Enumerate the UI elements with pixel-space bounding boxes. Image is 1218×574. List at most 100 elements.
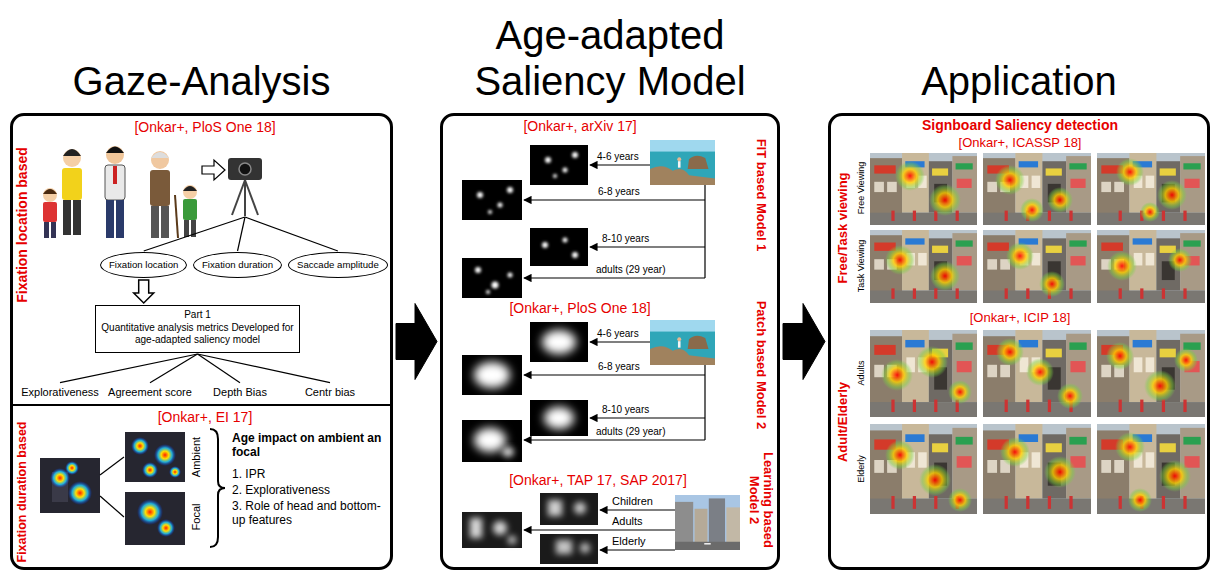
fit-model-tree-part-part bbox=[545, 157, 551, 163]
signboard-heatmaps-part bbox=[983, 153, 1091, 225]
panel-heading: Gaze-Analysis bbox=[13, 58, 390, 104]
people-figures-part bbox=[63, 149, 81, 167]
citation-label: [Onkar+, ICASSP 18] bbox=[959, 136, 1082, 151]
learning-model-tree-part-part bbox=[548, 500, 562, 516]
fixation-heatmaps-part bbox=[65, 461, 79, 475]
fit-model-tree-part-part bbox=[477, 192, 483, 198]
learning-model-tree-part-part bbox=[574, 502, 586, 514]
fit-model-tree-part-part bbox=[508, 273, 513, 278]
signboard-heatmaps-part bbox=[870, 330, 977, 417]
signboard-heatmaps-part-part bbox=[1026, 358, 1054, 386]
hollow-arrow bbox=[134, 280, 154, 303]
annotation-label: 6-8 years bbox=[598, 186, 640, 198]
people-figures-part bbox=[43, 202, 57, 222]
fit-model-tree-part bbox=[542, 238, 578, 259]
fixation-heatmaps-part bbox=[169, 466, 181, 478]
fit-model-tree-part-part bbox=[475, 267, 481, 273]
fit-model-tree-part bbox=[475, 267, 513, 294]
eye-tracker-part bbox=[202, 160, 225, 180]
annotation-label: Children bbox=[612, 495, 653, 508]
citation-label: Fixation location based bbox=[14, 147, 30, 303]
node-text: Fixation location bbox=[109, 253, 178, 276]
metric-line bbox=[60, 354, 198, 383]
signboard-heatmaps-part-part bbox=[1174, 348, 1198, 372]
signboard-heatmaps-part-part bbox=[929, 184, 961, 216]
people-figures-part bbox=[43, 188, 57, 202]
panel-heading: Age-adapted Saliency Model bbox=[463, 12, 757, 104]
patch-model-tree-part bbox=[650, 320, 715, 365]
signboard-heatmaps-part bbox=[1097, 153, 1205, 225]
people-figures-part bbox=[105, 165, 125, 200]
annotation-label: 1. IPR bbox=[232, 468, 265, 482]
signboard-heatmaps-part bbox=[983, 230, 1091, 303]
metrics-box: Part 1Quantitative analysis metrics Deve… bbox=[95, 305, 300, 353]
node-text: Part 1 bbox=[100, 309, 295, 322]
signboard-heatmaps-part-part bbox=[1116, 158, 1144, 186]
annotation-label: Task Viewing bbox=[856, 240, 866, 292]
people-figures-part bbox=[43, 189, 57, 194]
annotation-label: 4-6 years bbox=[597, 328, 639, 340]
annotation-label: 6-8 years bbox=[598, 361, 640, 373]
learning-model-tree-part bbox=[548, 500, 586, 516]
eye-tracker-part bbox=[239, 163, 251, 175]
people-figures-part bbox=[116, 200, 124, 238]
signboard-heatmaps-part-part bbox=[1168, 248, 1192, 272]
fit-model-tree-part-part bbox=[590, 246, 705, 247]
people-figures-part bbox=[106, 147, 124, 154]
signboard-heatmaps-part bbox=[870, 424, 977, 514]
learning-model-tree-part-part bbox=[600, 509, 675, 510]
annotation-label: 8-10 years bbox=[602, 404, 649, 416]
signboard-heatmaps-part bbox=[983, 424, 1091, 514]
fit-model-tree-part-part bbox=[507, 187, 513, 193]
eye-tracker bbox=[202, 158, 262, 216]
learning-model-tree-part-part bbox=[580, 543, 590, 553]
signboard-heatmaps bbox=[870, 153, 1205, 514]
annotation-label: 2. Explorativeness bbox=[232, 484, 330, 498]
annotation-label: Depth Bias bbox=[213, 386, 267, 399]
signboard-heatmaps-part-part bbox=[995, 165, 1025, 195]
fit-model-tree-part-part bbox=[492, 282, 499, 289]
tracker-line bbox=[144, 217, 245, 251]
citation-label: Learning based Model 2 bbox=[747, 440, 774, 560]
people-figures-part bbox=[183, 199, 197, 220]
measure-oval: Fixation duration bbox=[193, 252, 282, 278]
learning-model-tree-part-part bbox=[508, 536, 516, 544]
patch-model-tree-part bbox=[474, 362, 510, 388]
annotation-label: 4-6 years bbox=[597, 151, 639, 163]
annotation-label: Agreement score bbox=[108, 386, 192, 399]
signboard-heatmaps-part-part bbox=[1157, 180, 1187, 210]
node-text: Saccade amplitude bbox=[297, 253, 379, 276]
fit-model-tree-part-part bbox=[563, 168, 568, 173]
measure-oval: Fixation location bbox=[100, 252, 187, 278]
learning-model-tree-part bbox=[462, 512, 522, 548]
citation-label: [Onkar+, PloS One 18] bbox=[509, 300, 650, 316]
signboard-heatmaps-part-part bbox=[1128, 488, 1152, 512]
fit-model-tree-part-part bbox=[542, 242, 548, 248]
panel-heading: Application bbox=[831, 58, 1207, 104]
signboard-heatmaps-part-part bbox=[1057, 383, 1083, 409]
fixation-heatmaps-part bbox=[100, 496, 124, 517]
fit-model-tree-part-part bbox=[572, 252, 578, 258]
annotation-label: Free Viewing bbox=[856, 162, 866, 214]
fixation-heatmaps-part bbox=[142, 462, 158, 478]
fit-model-tree bbox=[462, 140, 715, 298]
signboard-heatmaps-part-part bbox=[885, 245, 915, 275]
annotation-label: Ambient bbox=[190, 437, 203, 477]
fit-model-tree-part-part bbox=[498, 203, 503, 208]
metric-line bbox=[150, 354, 198, 383]
people-figures-part bbox=[63, 200, 71, 235]
metric-line bbox=[198, 354, 331, 383]
separator-line bbox=[13, 404, 390, 406]
signboard-heatmaps-part bbox=[1097, 424, 1205, 514]
learning-model-tree-part-part bbox=[493, 521, 507, 535]
people-figures-part bbox=[106, 200, 114, 238]
fit-model-tree-part-part bbox=[563, 238, 568, 243]
annotation-label: Age impact on ambient an focal bbox=[232, 432, 382, 460]
signboard-heatmaps-part-part bbox=[1044, 456, 1076, 488]
fixation-heatmaps-part bbox=[68, 481, 92, 505]
citation-label: [Onkar+, TAP 17, SAP 2017] bbox=[509, 472, 687, 488]
people-figures-part bbox=[183, 185, 197, 199]
people-figures-part bbox=[151, 152, 169, 158]
signboard-heatmaps-part-part bbox=[881, 359, 913, 391]
learning-model-tree-part bbox=[675, 495, 740, 550]
